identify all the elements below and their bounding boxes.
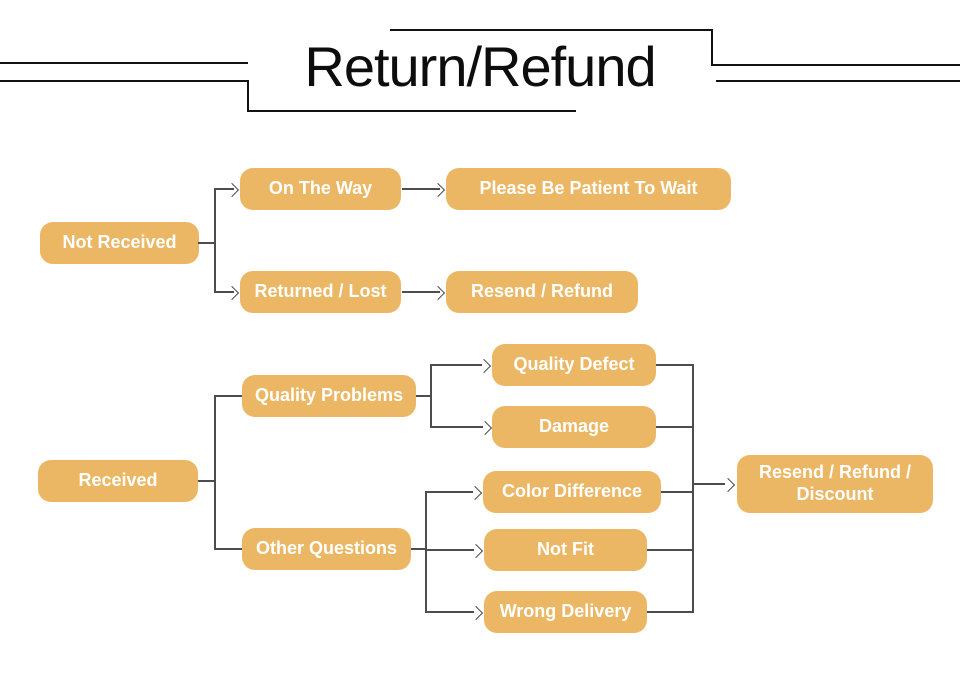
- node-not-fit: Not Fit: [484, 529, 647, 571]
- node-not-received: Not Received: [40, 222, 199, 264]
- arrowhead-icon: [477, 420, 493, 435]
- connector: [214, 395, 216, 549]
- arrowhead-icon: [468, 543, 484, 558]
- node-damage: Damage: [492, 406, 656, 448]
- connector: [402, 188, 440, 190]
- node-please-be-patient: Please Be Patient To Wait: [446, 168, 731, 210]
- connector: [198, 242, 215, 244]
- arrowhead-icon: [224, 285, 240, 300]
- connector: [214, 188, 234, 190]
- arrowhead-icon: [430, 285, 446, 300]
- title-rule-top: [390, 29, 713, 31]
- connector: [430, 364, 432, 428]
- arrowhead-icon: [224, 182, 240, 197]
- arrowhead-icon: [468, 605, 484, 620]
- title-rule-right-lower: [716, 80, 960, 82]
- arrowhead-icon: [430, 182, 446, 197]
- connector: [692, 364, 694, 613]
- connector: [425, 611, 474, 613]
- connector: [656, 426, 693, 428]
- node-on-the-way: On The Way: [240, 168, 401, 210]
- connector: [425, 491, 473, 493]
- connector: [693, 483, 725, 485]
- connector: [647, 611, 693, 613]
- connector: [214, 395, 242, 397]
- title-rule-left-lower: [0, 80, 249, 82]
- connector: [656, 364, 693, 366]
- arrowhead-icon: [467, 485, 483, 500]
- connector: [411, 548, 426, 550]
- node-received: Received: [38, 460, 198, 502]
- connector: [425, 549, 474, 551]
- title-rule-right-vertical: [711, 29, 713, 66]
- connector: [425, 491, 427, 613]
- node-quality-problems: Quality Problems: [242, 375, 416, 417]
- node-other-questions: Other Questions: [242, 528, 411, 570]
- arrowhead-icon: [720, 477, 736, 492]
- title-rule-left-vertical: [247, 80, 249, 112]
- node-returned-lost: Returned / Lost: [240, 271, 401, 313]
- node-color-difference: Color Difference: [483, 471, 661, 513]
- node-resend-refund-discount: Resend / Refund / Discount: [737, 455, 933, 513]
- title-rule-bottom: [247, 110, 576, 112]
- connector: [430, 364, 482, 366]
- connector: [214, 548, 242, 550]
- title-rule-right-upper: [711, 64, 960, 66]
- node-wrong-delivery: Wrong Delivery: [484, 591, 647, 633]
- title-rule-left-upper: [0, 62, 248, 64]
- connector: [402, 291, 440, 293]
- connector: [214, 188, 216, 293]
- connector: [647, 549, 693, 551]
- connector: [430, 426, 483, 428]
- connector: [416, 395, 431, 397]
- page-title: Return/Refund: [304, 35, 656, 98]
- node-quality-defect: Quality Defect: [492, 344, 656, 386]
- connector: [661, 491, 693, 493]
- connector: [198, 480, 215, 482]
- node-resend-refund: Resend / Refund: [446, 271, 638, 313]
- arrowhead-icon: [476, 358, 492, 373]
- connector: [214, 291, 234, 293]
